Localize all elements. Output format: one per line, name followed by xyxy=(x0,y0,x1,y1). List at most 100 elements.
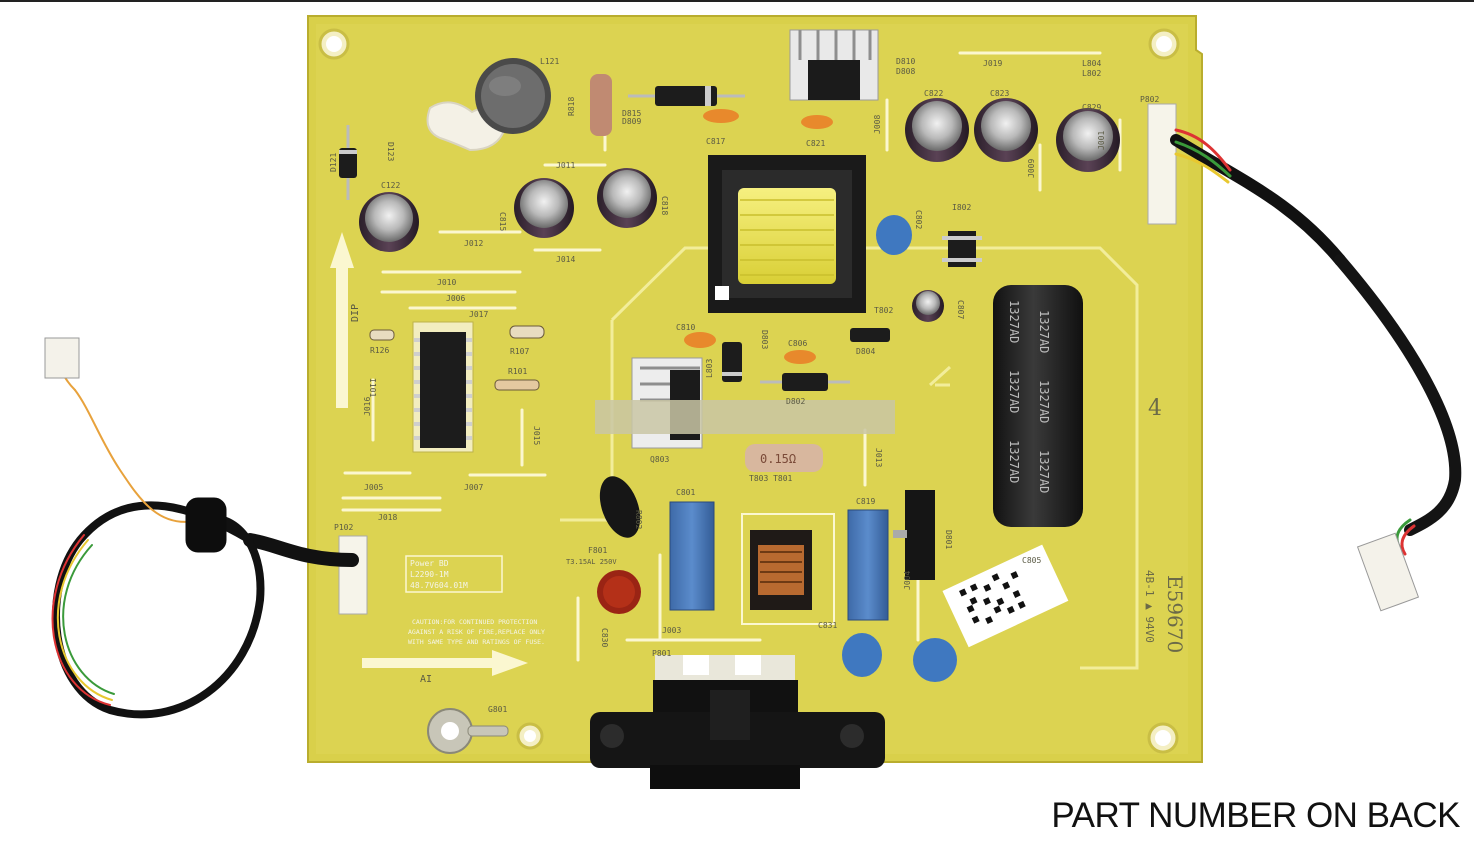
diode-d803 xyxy=(722,342,742,382)
ground-lug-g801 xyxy=(427,708,509,754)
ref-d801: D801 xyxy=(944,530,953,549)
top-border xyxy=(0,0,1474,2)
ref-j015: J015 xyxy=(532,426,541,445)
choke-t803 xyxy=(741,513,835,625)
heatsink-top xyxy=(789,29,879,101)
diode-d815 xyxy=(628,86,745,106)
ref-j010: J010 xyxy=(437,278,456,287)
ref-i101: I101 xyxy=(368,378,377,397)
ref-j018: J018 xyxy=(378,513,397,522)
ref-r818: R818 xyxy=(567,97,576,116)
ul-file-number: E59670 xyxy=(1163,575,1187,653)
ref-j001: J001 xyxy=(1097,131,1106,150)
capacitor-c807 xyxy=(912,290,944,322)
ref-l804: L804 xyxy=(1082,59,1101,68)
flammability-rating: 4B-1 ▲ 94V0 xyxy=(1143,570,1156,643)
ref-j013: J013 xyxy=(874,448,883,467)
ref-j016: J016 xyxy=(363,397,372,416)
ref-d815: D815 xyxy=(622,109,641,118)
connector-p802 xyxy=(1147,103,1177,225)
svg-text:L2290-1M: L2290-1M xyxy=(410,570,449,579)
ref-j017: J017 xyxy=(469,310,488,319)
dip-label: DIP xyxy=(350,304,361,322)
ic-i101 xyxy=(412,321,474,453)
capacitor-c823 xyxy=(974,98,1038,162)
ref-c823: C823 xyxy=(990,89,1009,98)
section-number: 4 xyxy=(1148,396,1162,421)
bridge-d801 xyxy=(893,490,935,580)
ref-c819: C819 xyxy=(856,497,875,506)
mounting-hole xyxy=(1148,28,1180,60)
ref-r101: R101 xyxy=(508,367,527,376)
mounting-hole xyxy=(1147,722,1179,754)
fuse-f801 xyxy=(597,570,641,614)
capacitor-c801 xyxy=(669,501,715,611)
ref-j012: J012 xyxy=(464,239,483,248)
resistor-small xyxy=(369,325,545,391)
ref-c810: C810 xyxy=(676,323,695,332)
svg-text:1327AD: 1327AD xyxy=(1007,300,1021,343)
ref-d802: D802 xyxy=(786,397,805,406)
ref-t802: T802 xyxy=(874,306,893,315)
ref-j014: J014 xyxy=(556,255,575,264)
ref-j006: J006 xyxy=(446,294,465,303)
ref-c822: C822 xyxy=(924,89,943,98)
ref-c818: C818 xyxy=(660,196,669,215)
svg-text:48.7V604.01M: 48.7V604.01M xyxy=(410,581,468,590)
ref-c802: C802 xyxy=(914,210,923,229)
resistor-r802 xyxy=(599,476,641,538)
ref-d810: D810 xyxy=(896,57,915,66)
ref-q803: Q803 xyxy=(650,455,669,464)
ref-f801: F801 xyxy=(588,546,607,555)
mounting-hole xyxy=(516,722,544,750)
svg-text:1327AD: 1327AD xyxy=(1007,370,1021,413)
svg-text:Power BD: Power BD xyxy=(410,559,449,568)
svg-text:0.15Ω: 0.15Ω xyxy=(760,452,796,466)
ref-c122: C122 xyxy=(381,181,400,190)
capacitor-c122 xyxy=(359,192,419,252)
ref-g801: G801 xyxy=(488,705,507,714)
ref-c807: C807 xyxy=(956,300,965,319)
ac-inlet-p801 xyxy=(590,655,885,789)
ref-d809: D809 xyxy=(622,117,641,126)
capacitor-c815 xyxy=(514,178,574,238)
caution-text: CAUTION:FOR CONTINUED PROTECTION AGAINST… xyxy=(408,618,545,646)
ref-j003: J003 xyxy=(662,626,681,635)
ref-d121: D121 xyxy=(329,153,338,172)
ref-l802: L802 xyxy=(1082,69,1101,78)
ref-p801: P801 xyxy=(652,649,671,658)
capacitor-c829 xyxy=(1056,108,1120,172)
ref-j008: J008 xyxy=(873,115,882,134)
svg-text:1327AD: 1327AD xyxy=(1037,450,1051,493)
ref-r126: R126 xyxy=(370,346,389,355)
resistor-r818 xyxy=(590,74,612,136)
inductor-l121 xyxy=(475,58,551,134)
part-number-caption: PART NUMBER ON BACK xyxy=(1051,796,1460,835)
orange-capacitors xyxy=(684,109,833,364)
reference-designators: L121 R818 D815 D809 D810 D808 J019 L804 … xyxy=(329,57,1159,714)
left-cable-harness xyxy=(51,359,359,719)
ref-d803: D803 xyxy=(760,330,769,349)
ref-p802: P802 xyxy=(1140,95,1159,104)
right-cable-harness xyxy=(1170,128,1462,556)
ref-r802: R802 xyxy=(634,510,643,529)
ref-r107: R107 xyxy=(510,347,529,356)
dip-arrow xyxy=(330,232,354,408)
capacitor-c819 xyxy=(847,509,889,621)
ref-l803: L803 xyxy=(705,359,714,378)
svg-text:CAUTION:FOR CONTINUED PROTECTI: CAUTION:FOR CONTINUED PROTECTION xyxy=(412,618,537,626)
blue-caps xyxy=(842,215,957,682)
capacitor-c818 xyxy=(597,168,657,228)
ai-label: AI xyxy=(420,674,432,685)
ref-c815: C815 xyxy=(498,212,507,231)
ref-d804: D804 xyxy=(856,347,875,356)
board-label-block: Power BD L2290-1M 48.7V604.01M xyxy=(405,555,503,593)
jumper-wires xyxy=(341,51,1122,662)
ref-j005: J005 xyxy=(364,483,383,492)
left-cable-plug xyxy=(44,337,80,379)
ref-c805: C805 xyxy=(1022,556,1041,565)
ref-i802: I802 xyxy=(952,203,971,212)
barcode-sticker xyxy=(942,544,1069,648)
transformer-t802 xyxy=(708,155,866,313)
resistor-sense: 0.15Ω xyxy=(745,444,823,472)
